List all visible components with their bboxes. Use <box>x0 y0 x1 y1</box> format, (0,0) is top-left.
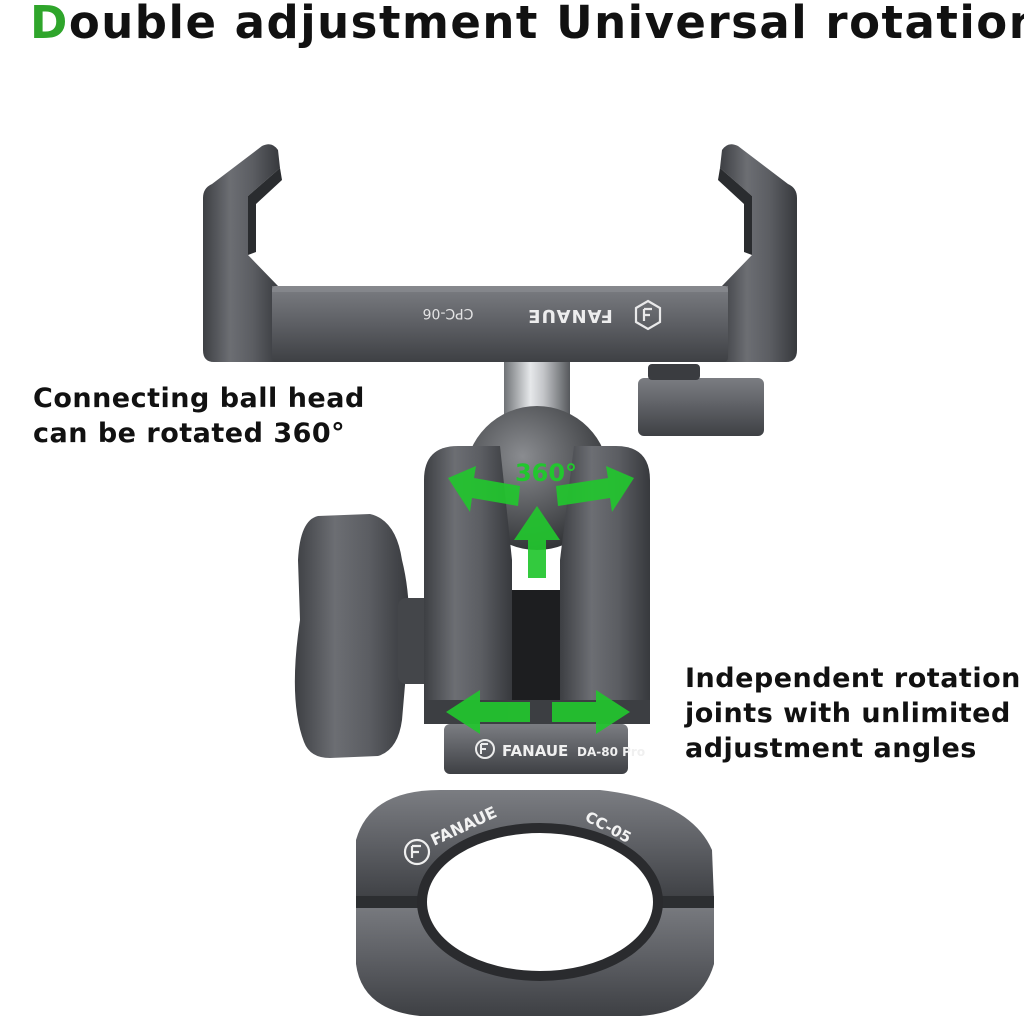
arrow-left-top-icon <box>448 466 520 512</box>
ball-head-caption: Connecting ball head can be rotated 360° <box>33 381 365 451</box>
phone-clamp: FANAUE CPC-06 <box>203 144 797 436</box>
clamp-brand: FANAUE <box>527 305 613 326</box>
joints-caption-line2: joints with unlimited <box>685 698 1011 729</box>
rotation-arrows <box>446 466 634 734</box>
arrow-right-bottom-icon <box>552 690 630 734</box>
title-rest: ouble adjustment Universal rotation <box>68 0 1024 49</box>
joints-caption: Independent rotation joints with unlimit… <box>685 661 1021 766</box>
ballhead-brand: FANAUE <box>502 742 568 760</box>
page-title: Double adjustment Universal rotation <box>30 0 1024 49</box>
arrow-up-icon <box>514 506 560 578</box>
arrow-left-bottom-icon <box>446 690 530 734</box>
bar-clamp-logo-icon <box>403 838 431 866</box>
joints-caption-line3: adjustment angles <box>685 733 977 764</box>
rotation-label: 360° <box>515 459 577 487</box>
arrow-right-top-icon <box>556 466 634 512</box>
joints-caption-line1: Independent rotation <box>685 663 1021 694</box>
handlebar-clamp: FANAUE CC-05 <box>356 790 714 1016</box>
clamp-model: CPC-06 <box>422 305 473 321</box>
title-first-letter: D <box>30 0 69 49</box>
ball-head-caption-line2: can be rotated 360° <box>33 418 346 449</box>
ball-head: FANAUE DA-80 Pro 360° <box>294 406 650 774</box>
ballhead-model: DA-80 Pro <box>577 745 645 759</box>
ball-head-caption-line1: Connecting ball head <box>33 383 365 414</box>
fanaue-logo-icon <box>634 299 662 331</box>
